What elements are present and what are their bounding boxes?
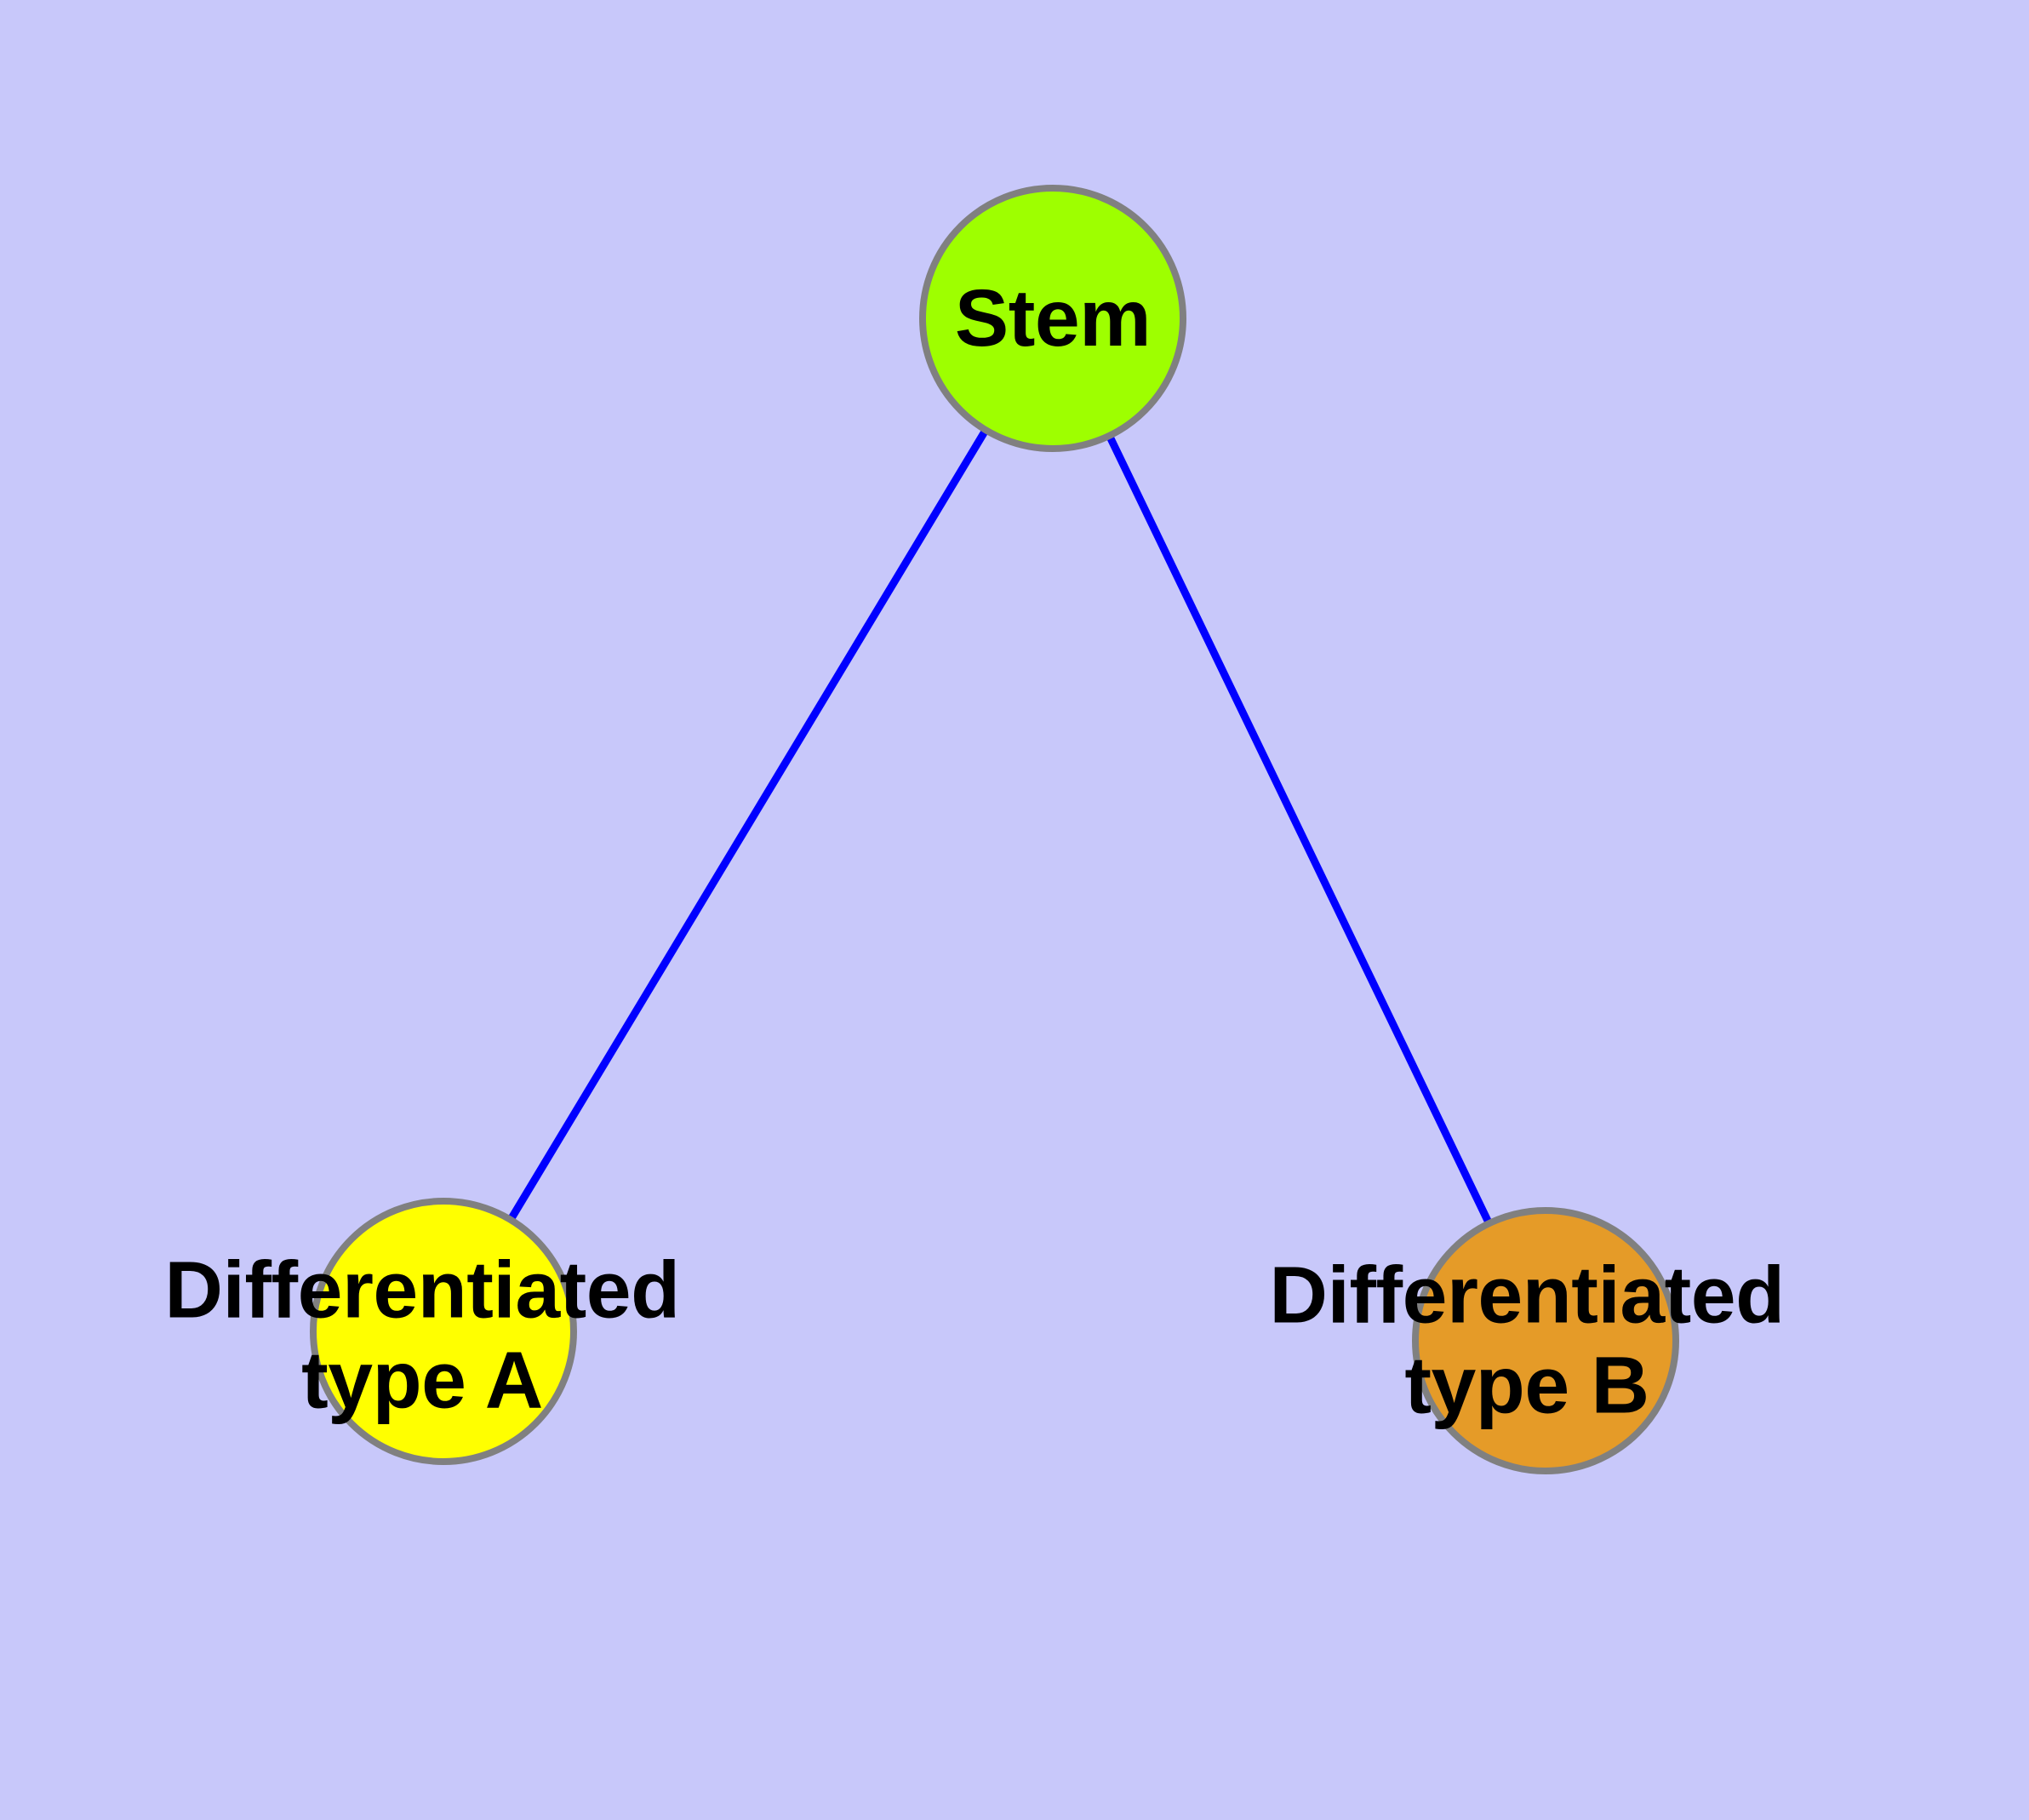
graph-edge-stem-to-a — [440, 316, 1056, 1334]
graph-edge-stem-to-b — [1049, 317, 1550, 1342]
node-layer — [310, 185, 1679, 1474]
graph-node-diff_a[interactable] — [310, 1198, 577, 1465]
graph-node-diff_b[interactable] — [1412, 1207, 1679, 1474]
graph-node-stem[interactable] — [919, 185, 1186, 452]
edge-layer — [440, 316, 1550, 1342]
